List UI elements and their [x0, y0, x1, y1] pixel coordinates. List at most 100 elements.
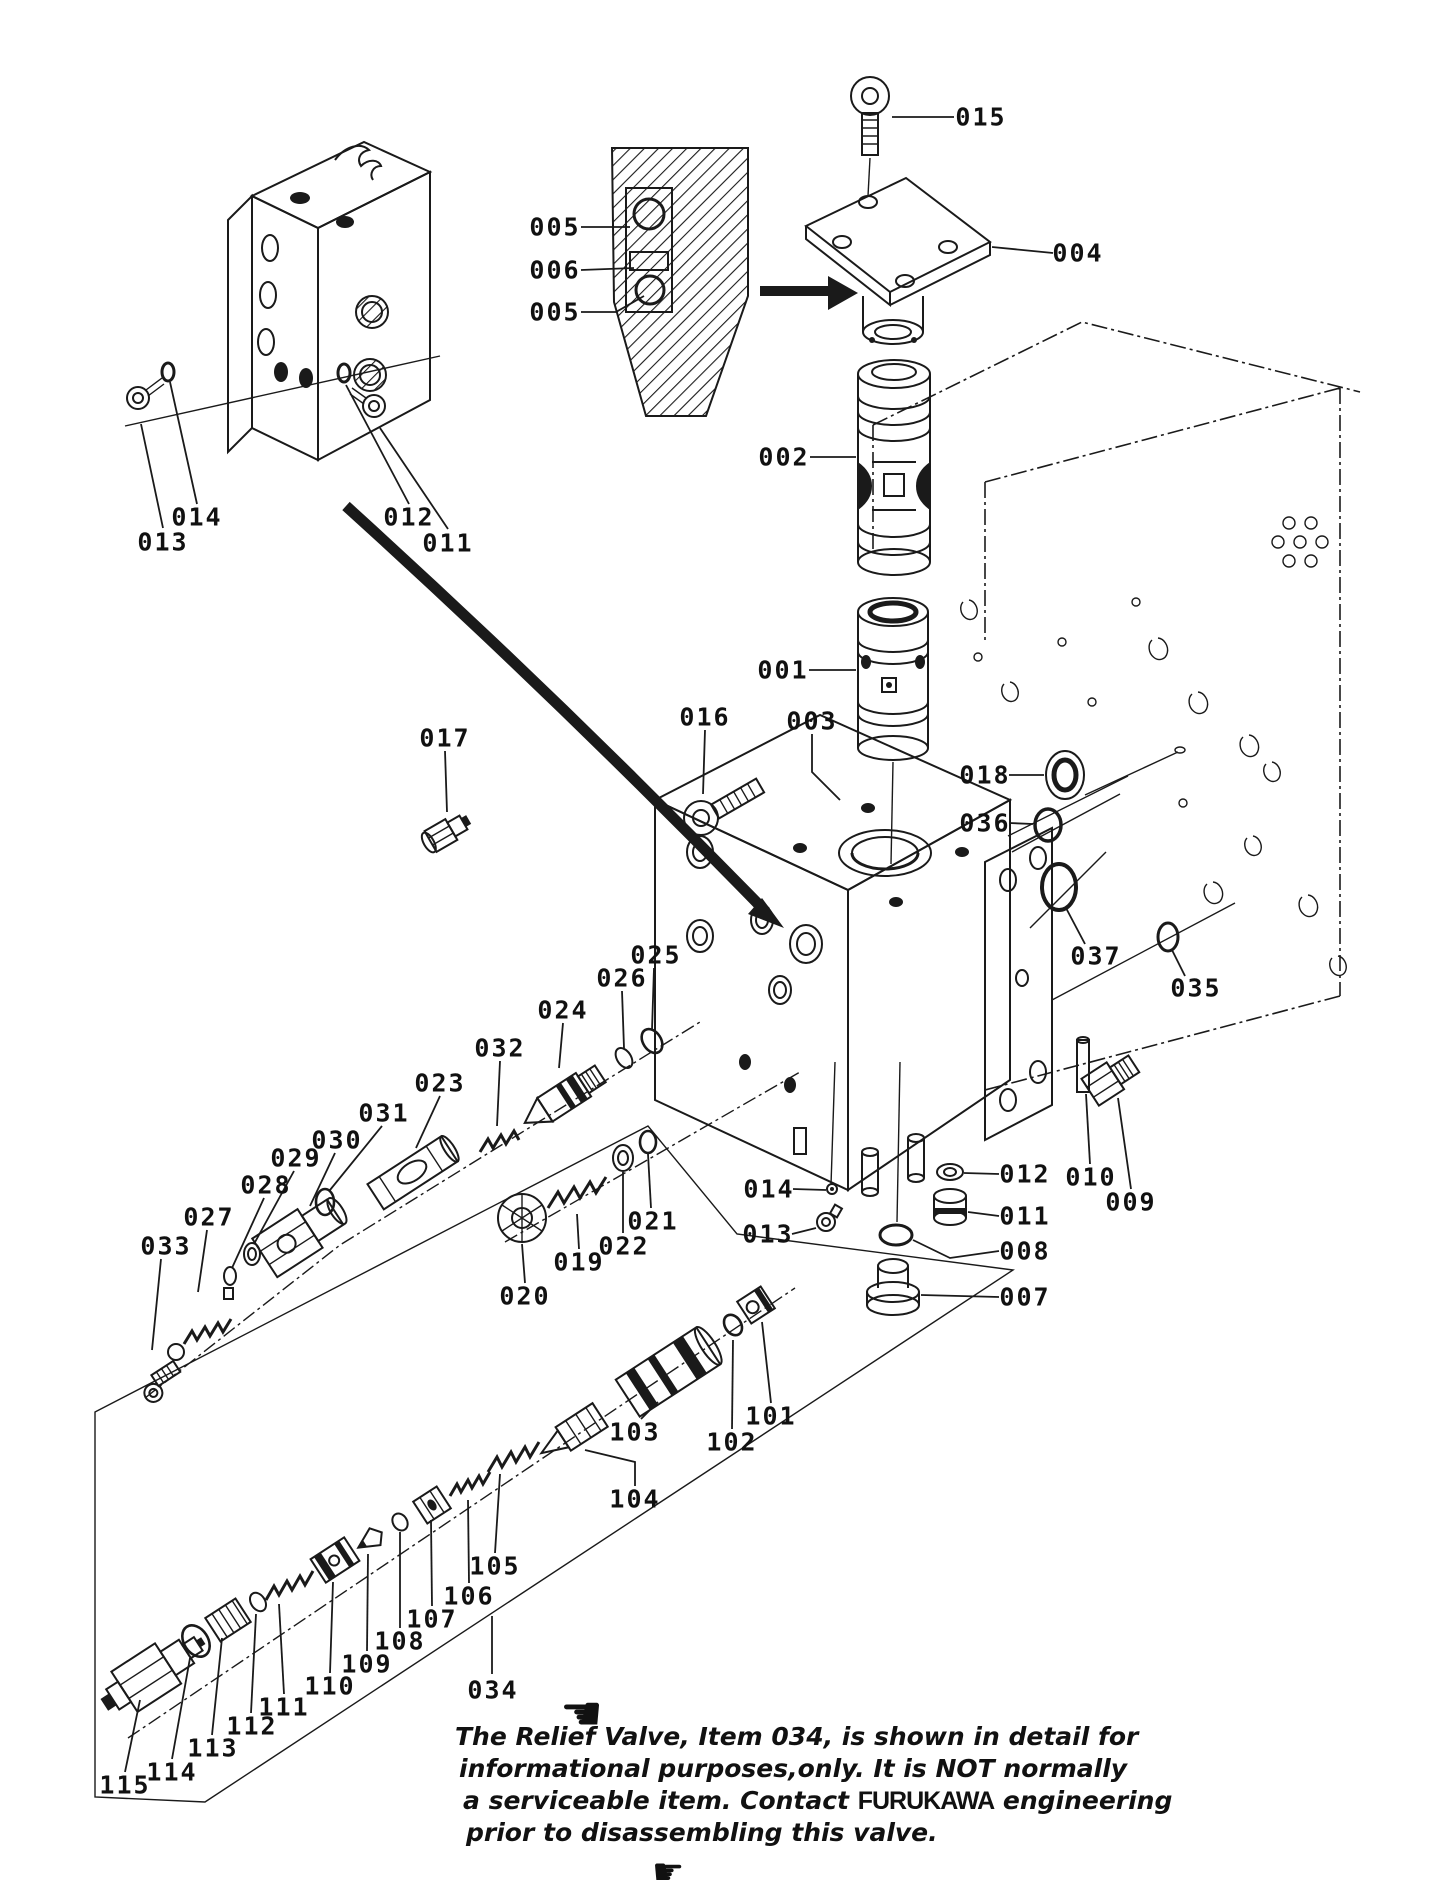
part-callout-106: 106	[443, 1582, 494, 1611]
ball-005-upper-part	[632, 197, 666, 231]
seal-018-part	[1045, 750, 1085, 800]
part-callout-020: 020	[499, 1282, 550, 1311]
body-small-parts	[816, 1036, 1141, 1316]
leader-line-017	[444, 750, 448, 813]
part-callout-114: 114	[146, 1758, 197, 1787]
leader-line-014-block	[169, 381, 198, 505]
leader-line-032	[496, 1060, 501, 1127]
valve-body-003	[652, 713, 1053, 1223]
oring-008-part	[878, 1223, 914, 1247]
part-callout-015: 015	[955, 103, 1006, 132]
check-valve-section	[610, 147, 858, 417]
oring-021-part	[638, 1129, 658, 1155]
part-callout-028: 028	[240, 1171, 291, 1200]
bushing-113-part	[203, 1597, 253, 1643]
relief-body-115-part	[100, 1635, 206, 1714]
left-cartridge-axis	[143, 1021, 701, 1403]
part-callout-006: 006	[529, 256, 580, 285]
ring-026-part	[614, 1047, 634, 1069]
part-callout-013-body: 013	[742, 1220, 793, 1249]
pointing-hand-left-icon: ☚	[560, 1686, 603, 1742]
part-callout-109: 109	[341, 1650, 392, 1679]
oring-112-part	[248, 1591, 268, 1613]
part-callout-103: 103	[609, 1418, 660, 1447]
part-callout-111: 111	[258, 1693, 309, 1722]
washer-029-part	[243, 1242, 261, 1266]
part-callout-019: 019	[553, 1248, 604, 1277]
part-callout-101: 101	[745, 1402, 796, 1431]
leader-line-020	[521, 1243, 526, 1284]
detail-pointer-arrow	[342, 501, 784, 928]
part-callout-108: 108	[374, 1627, 425, 1656]
leader-line-110	[329, 1581, 334, 1674]
part-callout-001: 001	[757, 656, 808, 685]
part-callout-104: 104	[609, 1485, 660, 1514]
oring-012-part	[336, 362, 352, 384]
oring-025-part	[640, 1027, 664, 1055]
part-callout-014-body: 014	[743, 1175, 794, 1204]
leader-line-012-body	[963, 1172, 1000, 1175]
part-callout-023: 023	[414, 1069, 465, 1098]
leader-line-008	[912, 1239, 1000, 1259]
part-callout-012-body: 012	[999, 1160, 1050, 1189]
part-callout-112: 112	[226, 1712, 277, 1741]
leader-line-105	[494, 1473, 501, 1554]
oring-031-part	[314, 1187, 336, 1217]
leader-line-029	[253, 1170, 295, 1245]
spool-023-part	[366, 1134, 460, 1211]
note-line-3: a serviceable item. Contact FURUKAWA eng…	[463, 1786, 1172, 1815]
spool-002-part	[857, 359, 931, 576]
scattered-fastener-glyphs	[960, 597, 1347, 977]
bolt-circle-pattern	[1271, 516, 1329, 568]
plug-011-part	[933, 1188, 967, 1226]
part-callout-030: 030	[311, 1126, 362, 1155]
part-callout-012-block: 012	[383, 503, 434, 532]
section-arrow-icon	[760, 276, 858, 310]
leader-line-014-body	[792, 1188, 827, 1191]
part-callout-037: 037	[1070, 942, 1121, 971]
leader-line-114	[171, 1657, 191, 1760]
needle-104-part	[539, 1401, 610, 1455]
cover-bolt-015-part	[850, 76, 890, 197]
leader-line-005-lower	[581, 295, 645, 313]
part-callout-010: 010	[1065, 1163, 1116, 1192]
part-callout-004: 004	[1052, 239, 1103, 268]
body-bottom-studs	[793, 1127, 925, 1197]
leader-line-006	[580, 267, 635, 271]
relief-valve-detail	[94, 1125, 1015, 1803]
leader-line-035	[1171, 949, 1186, 977]
spring-032-part	[478, 1128, 521, 1153]
leader-line-023	[415, 1095, 441, 1149]
pointing-hand-right-icon: ☛	[652, 1852, 684, 1890]
note-line-4: prior to disassembling this valve.	[465, 1818, 938, 1847]
leader-line-012-block	[345, 384, 410, 505]
part-callout-026: 026	[596, 964, 647, 993]
fitting-017-part	[420, 814, 472, 854]
leader-line-004	[991, 246, 1054, 254]
leader-line-101	[761, 1321, 772, 1404]
ball-005-lower-part	[634, 274, 666, 306]
part-callout-013-block: 013	[137, 528, 188, 557]
spring-111-part	[264, 1570, 315, 1601]
leader-line-103	[640, 1401, 659, 1420]
part-callout-007: 007	[999, 1283, 1050, 1312]
retainer-107-part	[411, 1485, 453, 1525]
part-callout-011-body: 011	[999, 1202, 1050, 1231]
spacer-006-part	[629, 251, 669, 271]
part-callout-102: 102	[706, 1428, 757, 1457]
part-callout-110: 110	[304, 1672, 355, 1701]
leader-line-028	[231, 1197, 265, 1269]
screw-013-part	[126, 377, 165, 410]
part-callout-029: 029	[270, 1144, 321, 1173]
leader-line-013-block	[140, 423, 164, 529]
part-callout-027: 027	[183, 1203, 234, 1232]
oring-035-part	[1156, 921, 1180, 953]
leader-line-106	[467, 1499, 470, 1584]
ring-114-part	[181, 1624, 211, 1658]
leader-line-021	[647, 1153, 652, 1209]
part-callout-113: 113	[187, 1734, 238, 1763]
part-callout-009: 009	[1105, 1188, 1156, 1217]
oring-102-part	[722, 1313, 744, 1337]
part-callout-003: 003	[786, 707, 837, 736]
